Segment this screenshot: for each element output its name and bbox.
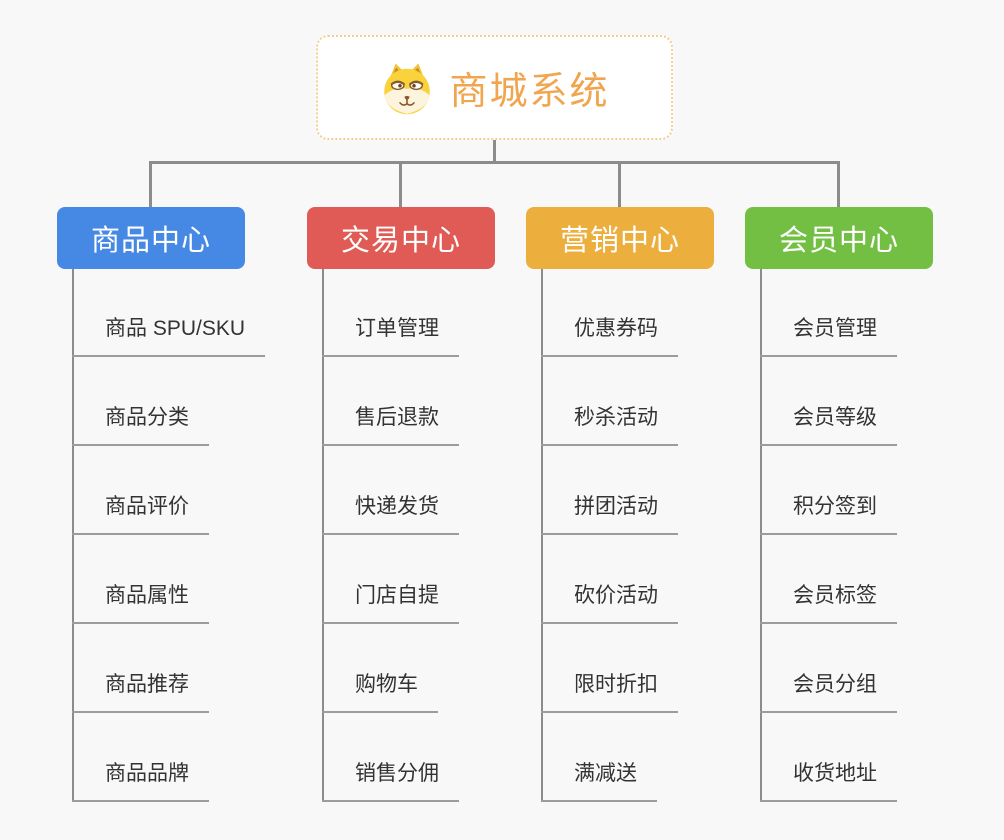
leaf-product-spu-sku[interactable]: 商品 SPU/SKU xyxy=(72,313,266,357)
connector-drop-marketing xyxy=(618,161,621,208)
branch-label: 交易中心 xyxy=(340,225,461,257)
connector-drop-member xyxy=(837,161,840,208)
branch-label: 商品中心 xyxy=(90,225,211,257)
root-node-mall-system[interactable]: 商城系统 xyxy=(316,35,673,140)
leaf-full-reduction[interactable]: 满减送 xyxy=(541,758,657,802)
leaf-order-management[interactable]: 订单管理 xyxy=(322,313,459,357)
leaf-shipping-address[interactable]: 收货地址 xyxy=(760,758,897,802)
leaf-product-category[interactable]: 商品分类 xyxy=(72,402,209,446)
leaf-coupon-code[interactable]: 优惠券码 xyxy=(541,313,678,357)
leaf-product-brand[interactable]: 商品品牌 xyxy=(72,758,209,802)
branch-marketing-center[interactable]: 营销中心 xyxy=(526,207,714,269)
leaf-points-checkin[interactable]: 积分签到 xyxy=(760,491,897,535)
connector-main-rail xyxy=(149,161,840,164)
leaf-express-delivery[interactable]: 快递发货 xyxy=(322,491,459,535)
leaf-product-recommend[interactable]: 商品推荐 xyxy=(72,669,209,713)
leaf-sales-commission[interactable]: 销售分佣 xyxy=(322,758,459,802)
leaf-member-level[interactable]: 会员等级 xyxy=(760,402,897,446)
branch-label: 营销中心 xyxy=(559,225,680,257)
leaf-limited-time-discount[interactable]: 限时折扣 xyxy=(541,669,678,713)
branch-label: 会员中心 xyxy=(778,225,899,257)
connector-drop-trade xyxy=(399,161,402,208)
branch-product-center[interactable]: 商品中心 xyxy=(57,207,245,269)
connector-root-stub xyxy=(493,139,496,164)
leaf-shopping-cart[interactable]: 购物车 xyxy=(322,669,438,713)
leaf-flash-sale[interactable]: 秒杀活动 xyxy=(541,402,678,446)
root-title: 商城系统 xyxy=(449,71,610,113)
connector-drop-product xyxy=(149,161,152,208)
leaf-product-attribute[interactable]: 商品属性 xyxy=(72,580,209,624)
shiba-dog-face-icon xyxy=(384,63,431,114)
branch-trade-center[interactable]: 交易中心 xyxy=(307,207,495,269)
branch-member-center[interactable]: 会员中心 xyxy=(745,207,933,269)
leaf-member-management[interactable]: 会员管理 xyxy=(760,313,897,357)
leaf-group-buy[interactable]: 拼团活动 xyxy=(541,491,678,535)
leaf-product-review[interactable]: 商品评价 xyxy=(72,491,209,535)
leaf-bargain-activity[interactable]: 砍价活动 xyxy=(541,580,678,624)
leaf-member-group[interactable]: 会员分组 xyxy=(760,669,897,713)
leaf-member-tag[interactable]: 会员标签 xyxy=(760,580,897,624)
leaf-store-pickup[interactable]: 门店自提 xyxy=(322,580,459,624)
leaf-after-sale-refund[interactable]: 售后退款 xyxy=(322,402,459,446)
